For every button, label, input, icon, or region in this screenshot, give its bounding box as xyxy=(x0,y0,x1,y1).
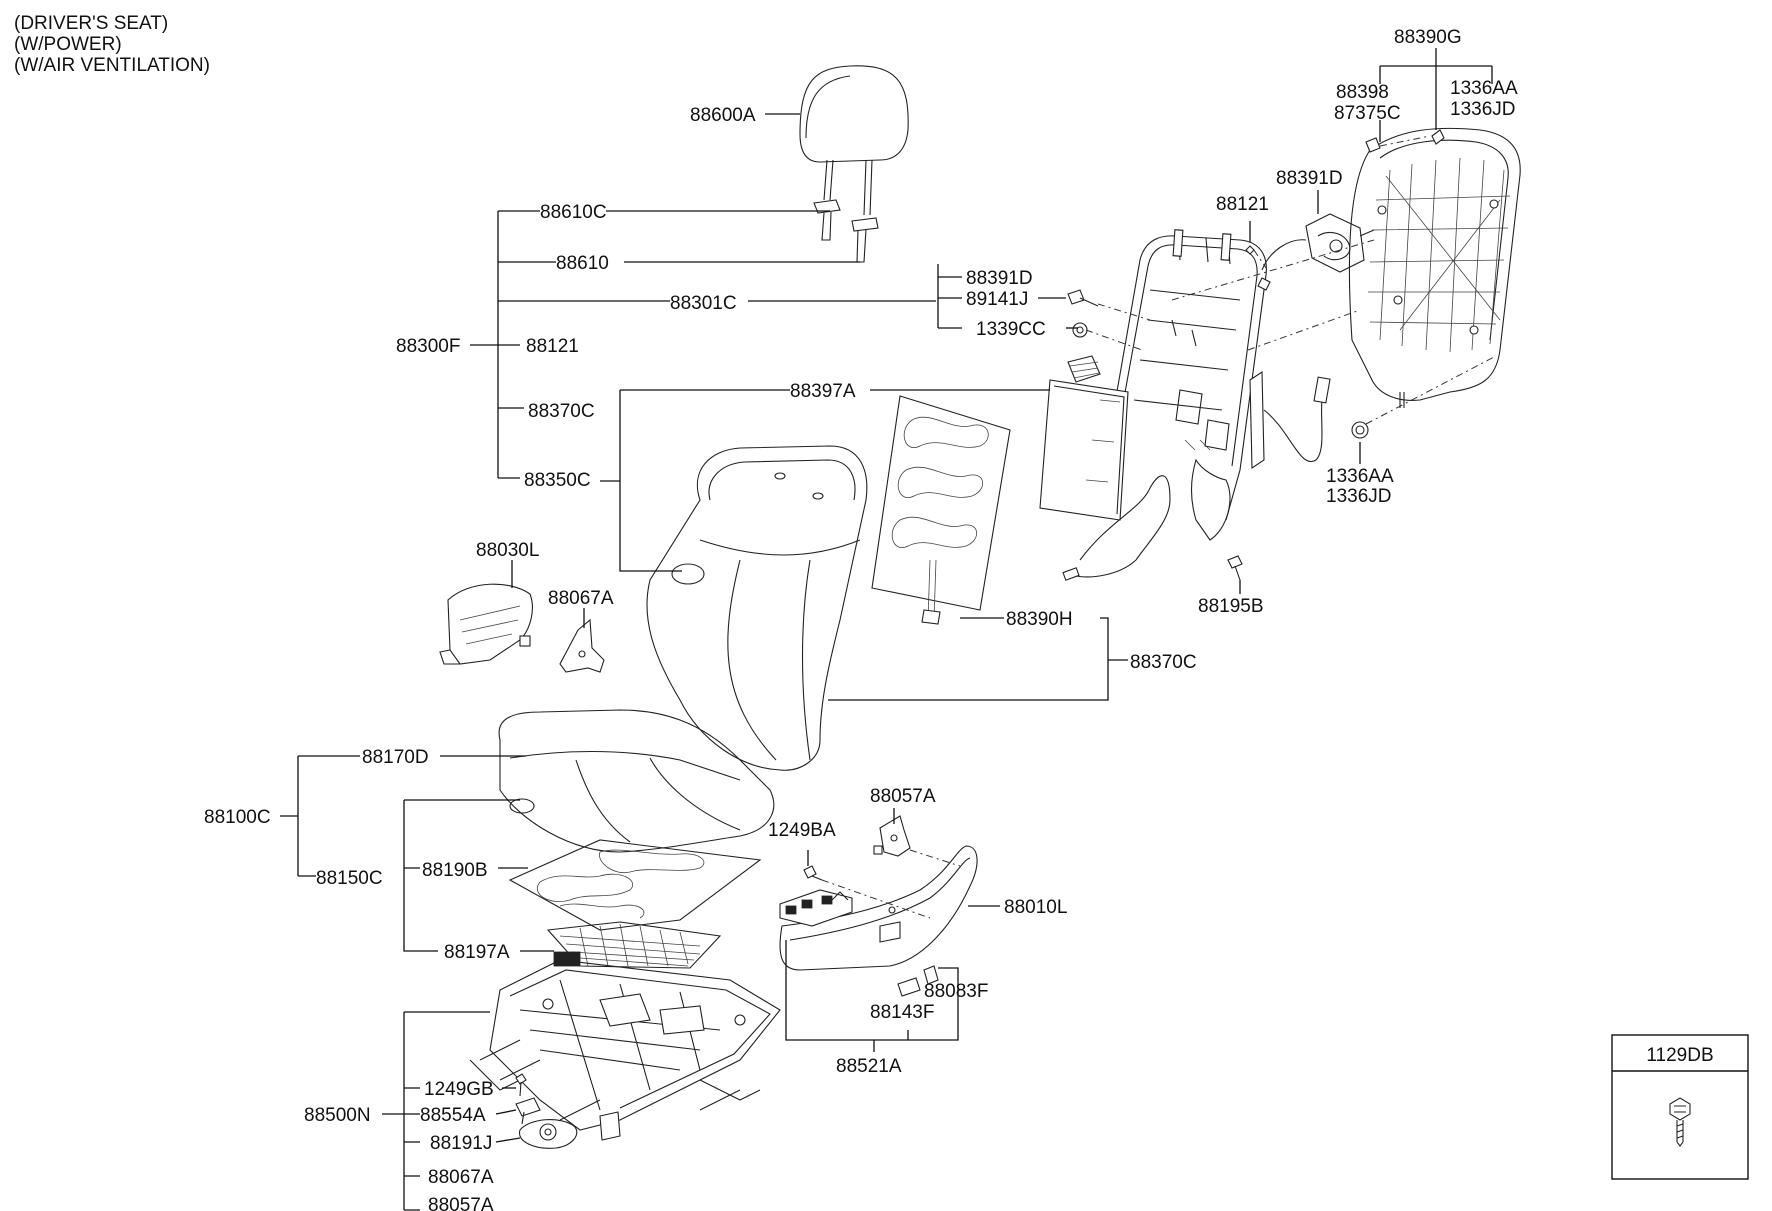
label-back-pad-vent: 88397A xyxy=(790,381,856,402)
knobs-drawing xyxy=(897,965,939,997)
back-frame-drawing xyxy=(1111,229,1267,541)
label-back-screw: 88121 xyxy=(526,336,579,357)
label-back-vent-mat: 88390H xyxy=(1006,609,1073,630)
label-outer-shield: 88010L xyxy=(1004,897,1067,918)
label-knob-a: 88083F xyxy=(924,981,988,1002)
label-frame-recliner: 88391D xyxy=(966,268,1033,289)
label-back-cover: 88370C xyxy=(528,401,595,422)
label-recliner-motor: 88391D xyxy=(1276,168,1343,189)
label-frame-nut: 1339CC xyxy=(976,319,1046,340)
label-track-blower: 88191J xyxy=(430,1133,492,1154)
fastener-bottom-drawing xyxy=(1351,355,1497,439)
label-cushion-vent: 88190B xyxy=(422,860,488,881)
lumbar-clip-drawing xyxy=(1365,135,1431,153)
wiring-harness-drawing xyxy=(1062,376,1331,581)
label-frame-bolt: 89141J xyxy=(966,289,1028,310)
track-small-parts-drawing xyxy=(515,1073,578,1149)
bolt-icon xyxy=(1669,1097,1691,1147)
label-back-frame-assy: 88390G xyxy=(1394,27,1462,48)
label-fastener-aa-top: 1336AA xyxy=(1450,78,1518,99)
back-vent-mat-drawing xyxy=(871,395,1011,625)
recliner-bracket-drawing xyxy=(873,815,961,867)
cushion-mat-drawing xyxy=(546,921,722,969)
frame-fasteners-drawing xyxy=(1067,245,1267,351)
label-cushion-assy: 88100C xyxy=(204,807,271,828)
header-line-2: (W/POWER) xyxy=(14,34,122,55)
assembly-guides xyxy=(1171,239,1375,351)
left-bracket-drawing xyxy=(559,618,605,673)
label-cushion-pad: 88150C xyxy=(316,868,383,889)
switch-drawing xyxy=(779,889,853,927)
label-back-assy: 88300F xyxy=(396,336,460,357)
label-track-assy: 88500N xyxy=(304,1105,371,1126)
header-line-1: (DRIVER'S SEAT) xyxy=(14,13,168,34)
label-left-bracket: 88067A xyxy=(548,588,614,609)
label-cushion-mat: 88197A xyxy=(444,942,510,963)
seat-track-drawing xyxy=(469,959,781,1141)
leader-lines xyxy=(280,48,1493,1211)
part-drawings xyxy=(439,65,1521,1149)
label-track-screw: 1249GB xyxy=(424,1079,494,1100)
legend-box: 1129DB xyxy=(1611,1034,1749,1180)
vent-module-drawing xyxy=(1039,355,1129,521)
label-lumbar-clip: 87375C xyxy=(1334,103,1401,124)
label-recliner-cover-bracket: 88057A xyxy=(870,786,936,807)
label-fastener-jd-bottom: 1336JD xyxy=(1326,486,1392,507)
label-back-cover-right: 88370C xyxy=(1130,652,1197,673)
harness-bolt-drawing xyxy=(1227,555,1243,581)
label-track-bracket-b: 88057A xyxy=(428,1195,494,1211)
label-lumbar-part: 88398 xyxy=(1336,82,1389,103)
recliner-motor-drawing xyxy=(1261,213,1375,273)
label-cushion-cover: 88170D xyxy=(362,747,429,768)
header-line-3: (W/AIR VENTILATION) xyxy=(14,55,210,76)
label-headrest: 88600A xyxy=(690,105,756,126)
label-switch-assy: 88521A xyxy=(836,1056,902,1077)
label-track-motor: 88554A xyxy=(420,1105,486,1126)
label-frame-screw: 88121 xyxy=(1216,194,1269,215)
part-labels: 88600A 88610C 88610 88301C 88300F 88121 … xyxy=(204,27,1518,1211)
cushion-vent-mat-drawing xyxy=(508,839,762,931)
back-mesh-frame-drawing xyxy=(1348,127,1521,408)
inner-shield-drawing xyxy=(439,583,533,665)
screw-1249ba-drawing xyxy=(803,865,931,919)
frame-connector-drawing xyxy=(1257,277,1271,291)
label-fastener-aa-bottom: 1336AA xyxy=(1326,466,1394,487)
diagram-header: (DRIVER'S SEAT) (W/POWER) (W/AIR VENTILA… xyxy=(14,13,210,76)
seat-cushion-drawing xyxy=(498,709,775,853)
label-screw-1249ba: 1249BA xyxy=(768,820,836,841)
label-track-bracket-a: 88067A xyxy=(428,1167,494,1188)
label-harness-bolt: 88195B xyxy=(1198,596,1264,617)
legend-part-number: 1129DB xyxy=(1646,1045,1713,1066)
label-guide-a: 88610C xyxy=(540,202,607,223)
outer-shield-drawing xyxy=(779,845,978,971)
label-guide-b: 88610 xyxy=(556,253,609,274)
label-back-pad: 88350C xyxy=(524,470,591,491)
label-fastener-jd-top: 1336JD xyxy=(1450,99,1516,120)
headrest-drawing xyxy=(799,65,909,263)
seat-back-drawing xyxy=(646,445,868,771)
label-knob-b: 88143F xyxy=(870,1002,934,1023)
label-inner-shield: 88030L xyxy=(476,540,539,561)
label-back-frame-group: 88301C xyxy=(670,293,737,314)
